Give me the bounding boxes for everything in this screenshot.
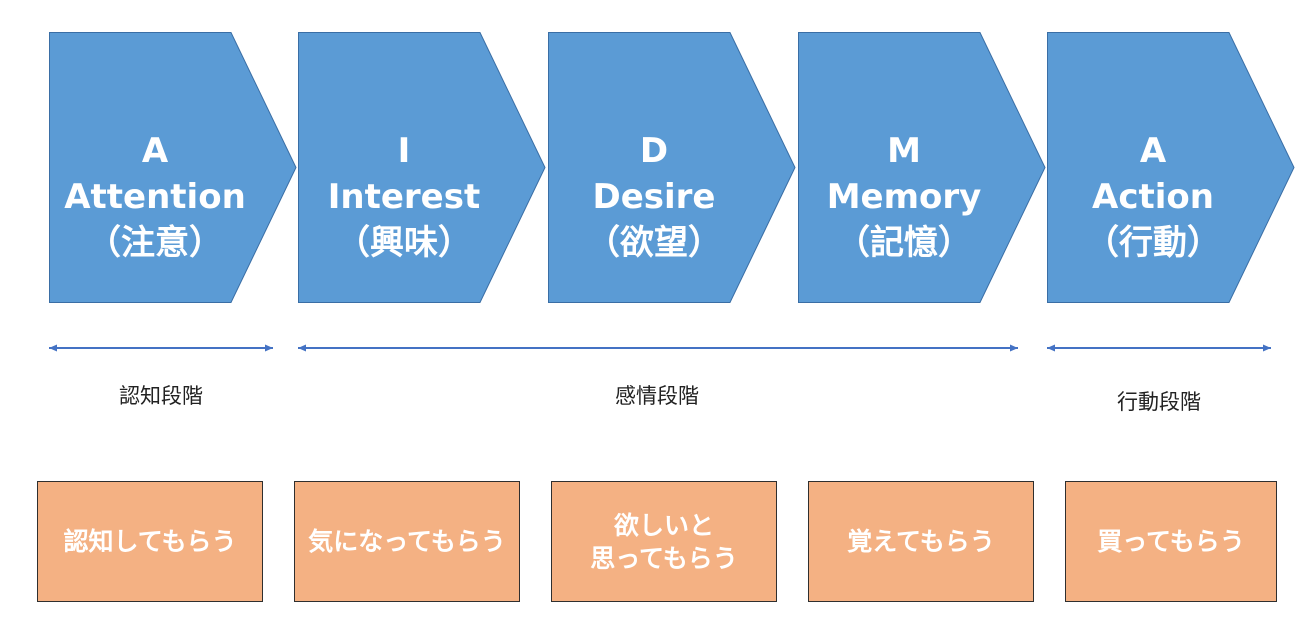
goal-box-desire: 欲しいと 思ってもらう [551, 481, 777, 602]
step-word: Desire [592, 177, 716, 217]
chevron-shape [298, 32, 546, 303]
emotional-span-arrow [298, 344, 1018, 352]
step-word: Interest [327, 177, 481, 217]
chevron-step-attention: A Attention （注意） [49, 32, 297, 303]
goal-text-line: 気になってもらう [308, 527, 506, 556]
cognitive-span-arrow [49, 344, 273, 352]
step-letter: D [639, 131, 669, 171]
goal-box-memory: 覚えてもらう [808, 481, 1034, 602]
step-japanese: （注意） [87, 223, 223, 263]
step-japanese: （記憶） [836, 223, 972, 263]
goal-text-line: 認知してもらう [63, 527, 237, 556]
chevron-step-action: A Action （行動） [1047, 32, 1295, 303]
chevron-shape [798, 32, 1046, 303]
step-letter: A [1139, 131, 1167, 171]
step-japanese: （行動） [1085, 223, 1221, 263]
step-japanese: （興味） [336, 223, 472, 263]
step-letter: M [887, 131, 921, 171]
goal-text-line: 思ってもらう [590, 543, 738, 573]
chevron-step-interest: I Interest （興味） [298, 32, 546, 303]
goal-text-line: 買ってもらう [1097, 527, 1245, 556]
phase-label-behavioral: 行動段階 [1117, 390, 1201, 414]
goal-text-line: 覚えてもらう [847, 527, 995, 556]
step-word: Action [1092, 177, 1214, 217]
step-letter: A [141, 131, 169, 171]
chevron-text: D Desire （欲望） [548, 128, 760, 266]
chevron-text: A Action （行動） [1047, 128, 1259, 266]
chevron-shape [548, 32, 796, 303]
goal-box-interest: 気になってもらう [294, 481, 520, 602]
step-word: Attention [64, 177, 246, 217]
chevron-step-memory: M Memory （記憶） [798, 32, 1046, 303]
chevron-step-desire: D Desire （欲望） [548, 32, 796, 303]
chevron-text: I Interest （興味） [298, 128, 510, 266]
step-word: Memory [826, 177, 982, 217]
chevron-shape [1047, 32, 1295, 303]
goal-box-attention: 認知してもらう [37, 481, 263, 602]
phase-label-emotional: 感情段階 [615, 384, 699, 408]
step-letter: I [397, 131, 411, 171]
chevron-shape [49, 32, 297, 303]
chevron-text: A Attention （注意） [49, 128, 261, 266]
behavioral-span-arrow [1047, 344, 1271, 352]
step-japanese: （欲望） [586, 223, 722, 263]
chevron-text: M Memory （記憶） [798, 128, 1010, 266]
phase-label-cognitive: 認知段階 [119, 384, 203, 408]
goal-text-line: 欲しいと [613, 510, 714, 540]
goal-box-action: 買ってもらう [1065, 481, 1277, 602]
